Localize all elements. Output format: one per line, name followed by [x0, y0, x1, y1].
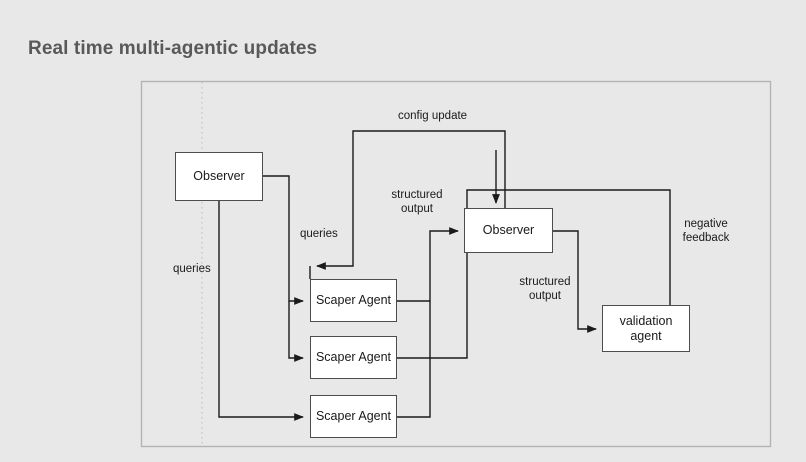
edge-scaper1-to-observer2 — [397, 227, 459, 302]
edge-scaper2-to-observer2 — [397, 253, 468, 359]
node-scaper-agent-1[interactable]: Scaper Agent — [310, 279, 397, 322]
edge-config-update — [316, 130, 506, 270]
edge-observer1-to-scaper2 — [288, 301, 304, 362]
node-observer-2[interactable]: Observer — [464, 208, 553, 253]
edge-observer1-to-scaper3 — [218, 201, 304, 421]
edge-scaper3-to-observer2 — [397, 301, 431, 418]
node-scaper-agent-2[interactable]: Scaper Agent — [310, 336, 397, 379]
edge-observer2-to-validation — [553, 230, 597, 333]
edge-validation-negative-feedback — [466, 189, 671, 305]
page-title: Real time multi-agentic updates — [28, 38, 318, 59]
node-observer-1[interactable]: Observer — [175, 152, 263, 201]
node-scaper-agent-3[interactable]: Scaper Agent — [310, 395, 397, 438]
node-validation-agent[interactable]: validation agent — [602, 305, 690, 352]
edge-observer1-to-scaper1 — [263, 175, 304, 305]
diagram-container-frame — [140, 80, 772, 448]
